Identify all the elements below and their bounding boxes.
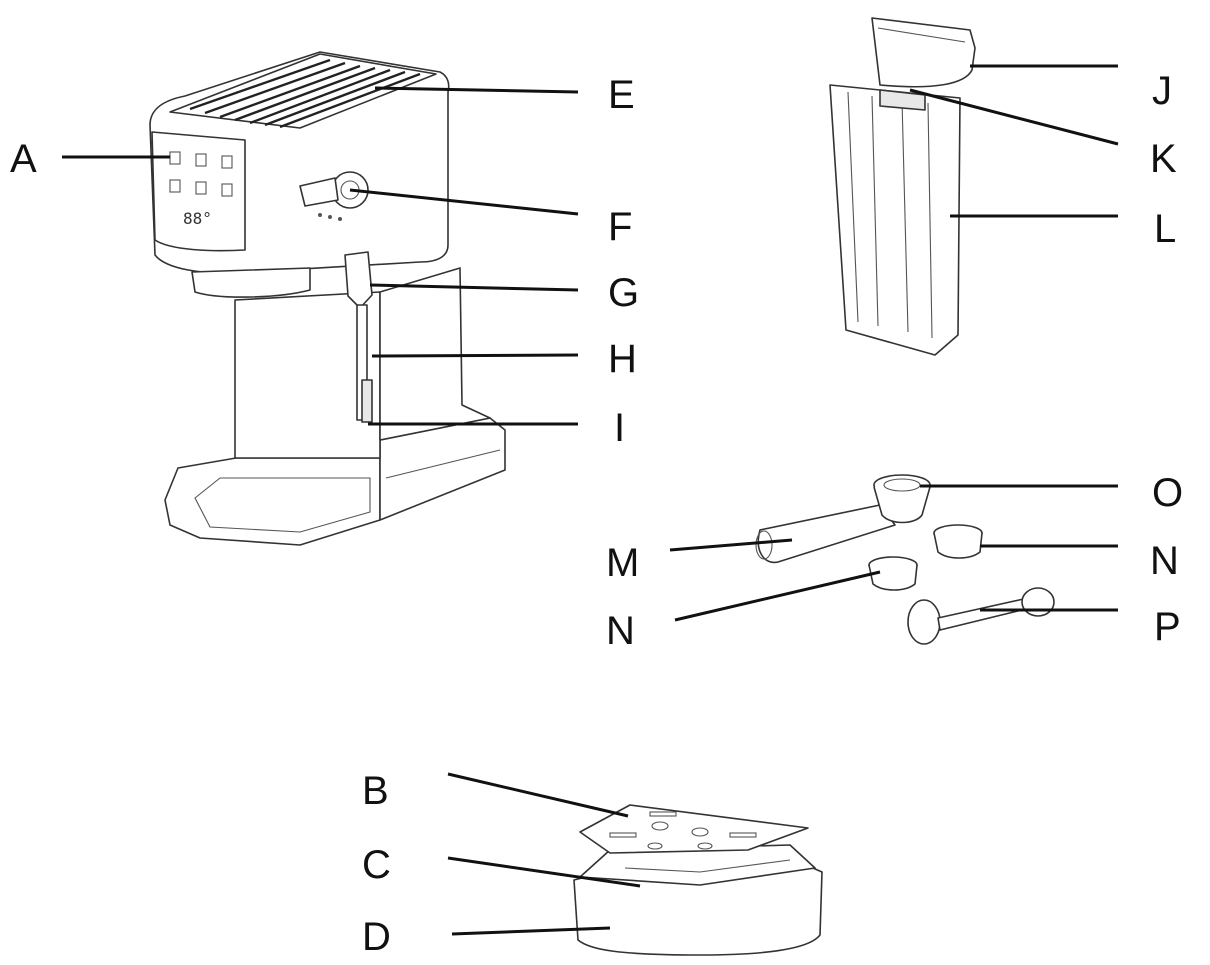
label-h: H	[608, 337, 637, 381]
label-b: B	[362, 769, 389, 813]
label-n-right: N	[1150, 539, 1179, 583]
body-side	[379, 267, 491, 441]
label-i: I	[614, 406, 625, 450]
panel-button-icons: 88°	[169, 151, 233, 228]
label-f: F	[608, 205, 632, 249]
drip-tray-illustration	[573, 804, 823, 956]
label-a: A	[10, 137, 37, 181]
leader-h	[371, 353, 579, 358]
portafilter-illustration	[755, 474, 1055, 645]
leader-b	[447, 772, 629, 818]
leader-m	[669, 538, 793, 552]
cup-warmer-top	[169, 53, 437, 129]
label-d: D	[362, 915, 391, 959]
leader-n-left	[674, 570, 881, 622]
coffee-machine-illustration: 88°	[149, 51, 506, 546]
group-head	[191, 267, 311, 298]
drip-tray-body	[573, 857, 823, 956]
drip-grate-holes	[609, 811, 757, 850]
label-p: P	[1154, 605, 1181, 649]
portafilter-handle	[757, 504, 896, 564]
label-o: O	[1152, 471, 1183, 515]
cup-warmer-grille	[189, 58, 421, 129]
water-tank-illustration	[829, 17, 976, 356]
label-g: G	[608, 271, 639, 315]
label-j: J	[1152, 69, 1172, 113]
label-n-left: N	[606, 609, 635, 653]
leader-f	[349, 188, 579, 216]
leader-lines	[62, 64, 1119, 936]
label-e: E	[608, 73, 635, 117]
tamper-spoon	[907, 587, 1055, 645]
body-column	[234, 291, 381, 459]
leader-g	[369, 283, 579, 292]
leader-c	[447, 856, 641, 888]
callout-labels: A E F G H I J K L O M N N P B C D	[10, 69, 1183, 959]
svg-text:88°: 88°	[183, 209, 212, 228]
label-l: L	[1154, 207, 1176, 251]
leader-e	[374, 86, 579, 94]
steam-wand	[344, 251, 373, 423]
control-panel	[151, 131, 246, 252]
leader-k	[909, 88, 1119, 146]
label-k: K	[1150, 137, 1177, 181]
drip-tray-inner	[579, 844, 816, 886]
label-c: C	[362, 843, 391, 887]
leader-d	[451, 926, 611, 936]
label-m: M	[606, 541, 639, 585]
water-tank-lid	[871, 17, 976, 88]
water-tank-valve	[879, 89, 926, 111]
